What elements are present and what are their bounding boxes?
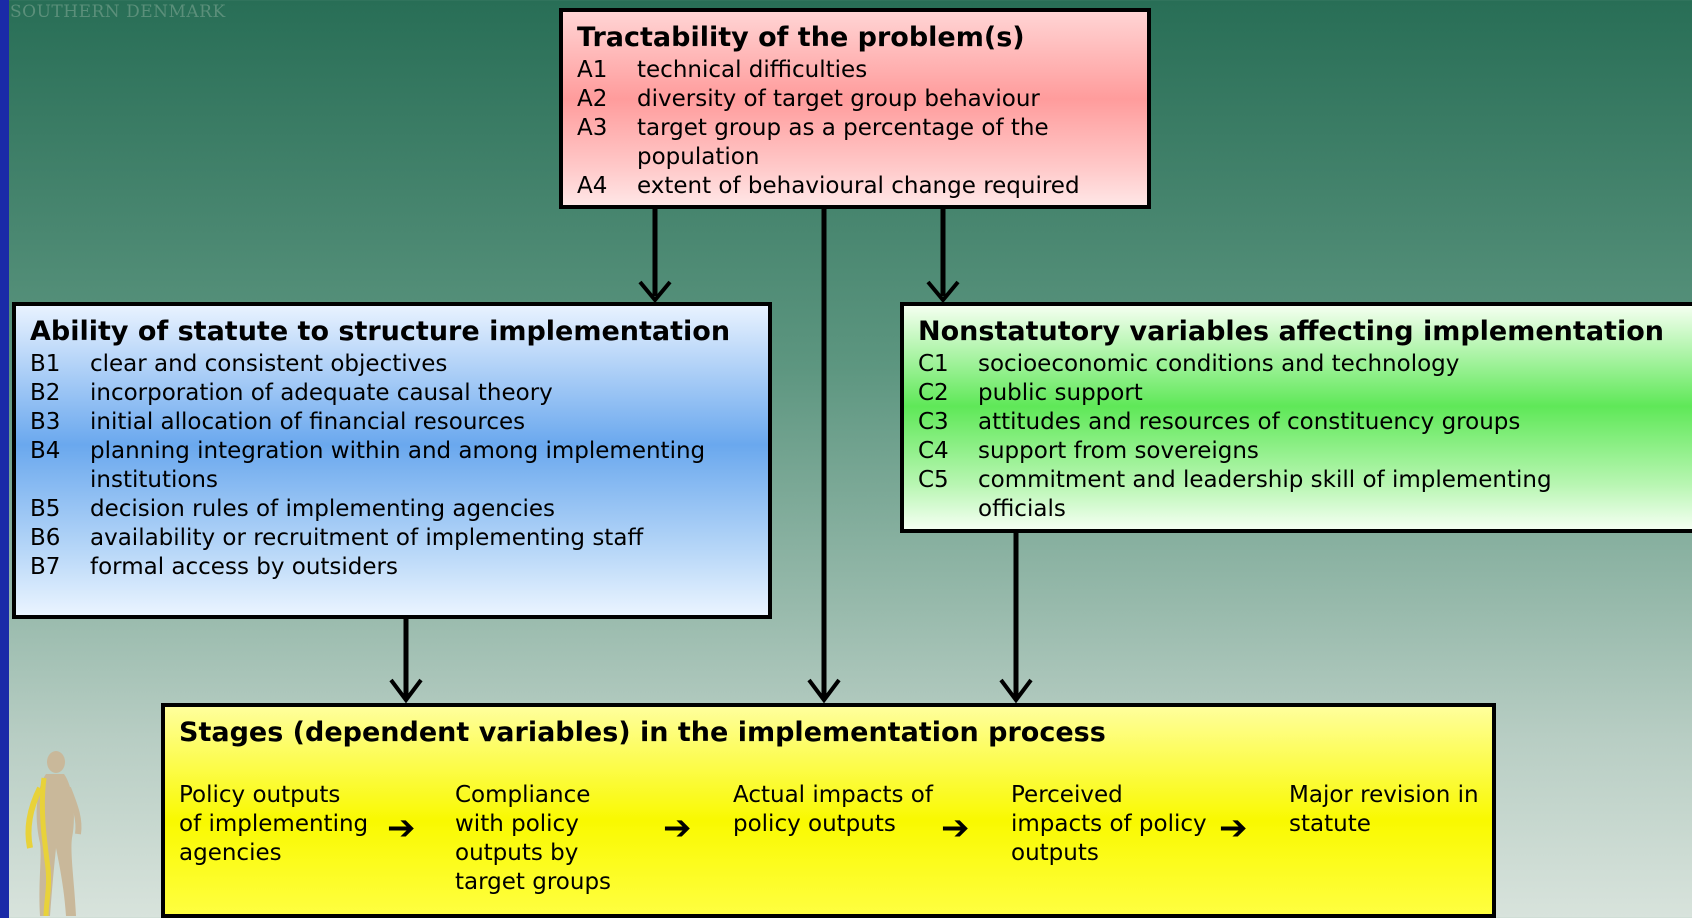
item-code: C1 bbox=[918, 351, 949, 377]
tractability-box: Tractability of the problem(s) A1 technic… bbox=[559, 8, 1151, 209]
logo-text: SOUTHERN DENMARK bbox=[10, 2, 226, 22]
list-item: B2 incorporation of adequate causal theor… bbox=[30, 379, 754, 408]
list-item: A4 extent of behavioural change required bbox=[577, 172, 1133, 201]
stage-policy-outputs: Policy outputs of implementing agencies bbox=[179, 782, 369, 866]
list-item: C2 public support bbox=[918, 379, 1682, 408]
statute-ability-title: Ability of statute to structure implemen… bbox=[30, 316, 731, 347]
stage-perceived-impacts: Perceived impacts of policy outputs bbox=[1011, 782, 1207, 866]
list-item: C4 support from sovereigns bbox=[918, 437, 1682, 466]
stage-major-revision: Major revision in statute bbox=[1289, 782, 1479, 837]
arrow-a-to-b-head bbox=[638, 280, 672, 304]
list-item: A3 target group as a percentage of the po… bbox=[577, 114, 1133, 172]
stage-arrow-icon: ➔ bbox=[387, 808, 416, 848]
arrow-c-to-d-head bbox=[999, 678, 1033, 704]
list-item: C1 socioeconomic conditions and technolog… bbox=[918, 350, 1682, 379]
left-accent-bar bbox=[0, 0, 9, 918]
stages-title: Stages (dependent variables) in the impl… bbox=[179, 717, 1106, 748]
statute-ability-list: B1 clear and consistent objectives B2 inco… bbox=[30, 350, 754, 582]
item-text: support from sovereigns bbox=[978, 438, 1259, 464]
item-text: initial allocation of financial resource… bbox=[90, 409, 526, 435]
item-code: B2 bbox=[30, 380, 61, 406]
implementation-stages-box: Stages (dependent variables) in the impl… bbox=[161, 703, 1496, 918]
item-code: C5 bbox=[918, 467, 949, 493]
item-text: availability or recruitment of implement… bbox=[90, 525, 644, 551]
item-text: socioeconomic conditions and technology bbox=[978, 351, 1460, 377]
list-item: B3 initial allocation of financial resour… bbox=[30, 408, 754, 437]
list-item: B1 clear and consistent objectives bbox=[30, 350, 754, 379]
item-code: C3 bbox=[918, 409, 949, 435]
skeleton-figure-icon bbox=[25, 751, 82, 917]
item-text: planning integration within and among im… bbox=[90, 438, 706, 493]
item-code: A4 bbox=[577, 173, 608, 199]
nonstatutory-title: Nonstatutory variables affecting impleme… bbox=[918, 316, 1664, 347]
list-item: B7 formal access by outsiders bbox=[30, 553, 754, 582]
item-code: A3 bbox=[577, 115, 608, 141]
tractability-list: A1 technical difficulties A2 diversity of … bbox=[577, 56, 1133, 201]
nonstatutory-box: Nonstatutory variables affecting impleme… bbox=[900, 302, 1692, 533]
item-text: target group as a percentage of the popu… bbox=[637, 115, 1049, 170]
item-code: A2 bbox=[577, 86, 608, 112]
list-item: B4 planning integration within and among … bbox=[30, 437, 754, 495]
item-text: attitudes and resources of constituency … bbox=[978, 409, 1521, 435]
item-code: B3 bbox=[30, 409, 61, 435]
nonstatutory-list: C1 socioeconomic conditions and technolog… bbox=[918, 350, 1682, 524]
item-code: B4 bbox=[30, 438, 61, 464]
item-code: B1 bbox=[30, 351, 61, 377]
item-text: public support bbox=[978, 380, 1143, 406]
item-code: C2 bbox=[918, 380, 949, 406]
stage-arrow-icon: ➔ bbox=[663, 808, 692, 848]
stage-compliance: Compliance with policy outputs by target… bbox=[455, 782, 612, 895]
item-text: extent of behavioural change required bbox=[637, 173, 1080, 199]
arrow-a-to-d-head bbox=[807, 678, 841, 704]
item-code: A1 bbox=[577, 57, 608, 83]
item-text: decision rules of implementing agencies bbox=[90, 496, 556, 522]
arrow-b-to-d-head bbox=[389, 678, 423, 704]
item-code: B6 bbox=[30, 525, 61, 551]
item-code: B5 bbox=[30, 496, 61, 522]
list-item: C3 attitudes and resources of constituenc… bbox=[918, 408, 1682, 437]
item-code: C4 bbox=[918, 438, 949, 464]
item-text: incorporation of adequate causal theory bbox=[90, 380, 553, 406]
list-item: B6 availability or recruitment of impleme… bbox=[30, 524, 754, 553]
list-item: A1 technical difficulties bbox=[577, 56, 1133, 85]
item-text: technical difficulties bbox=[637, 57, 868, 83]
statute-ability-box: Ability of statute to structure implemen… bbox=[12, 302, 772, 619]
list-item: A2 diversity of target group behaviour bbox=[577, 85, 1133, 114]
list-item: B5 decision rules of implementing agencie… bbox=[30, 495, 754, 524]
item-text: formal access by outsiders bbox=[90, 554, 398, 580]
arrow-a-to-c-head bbox=[926, 280, 960, 304]
stage-arrow-icon: ➔ bbox=[941, 808, 970, 848]
item-text: commitment and leadership skill of imple… bbox=[978, 467, 1552, 522]
tractability-title: Tractability of the problem(s) bbox=[577, 22, 1025, 53]
item-text: diversity of target group behaviour bbox=[637, 86, 1040, 112]
item-text: clear and consistent objectives bbox=[90, 351, 448, 377]
list-item: C5 commitment and leadership skill of imp… bbox=[918, 466, 1682, 524]
item-code: B7 bbox=[30, 554, 61, 580]
stage-arrow-icon: ➔ bbox=[1219, 808, 1248, 848]
stage-actual-impacts: Actual impacts of policy outputs bbox=[733, 782, 933, 837]
